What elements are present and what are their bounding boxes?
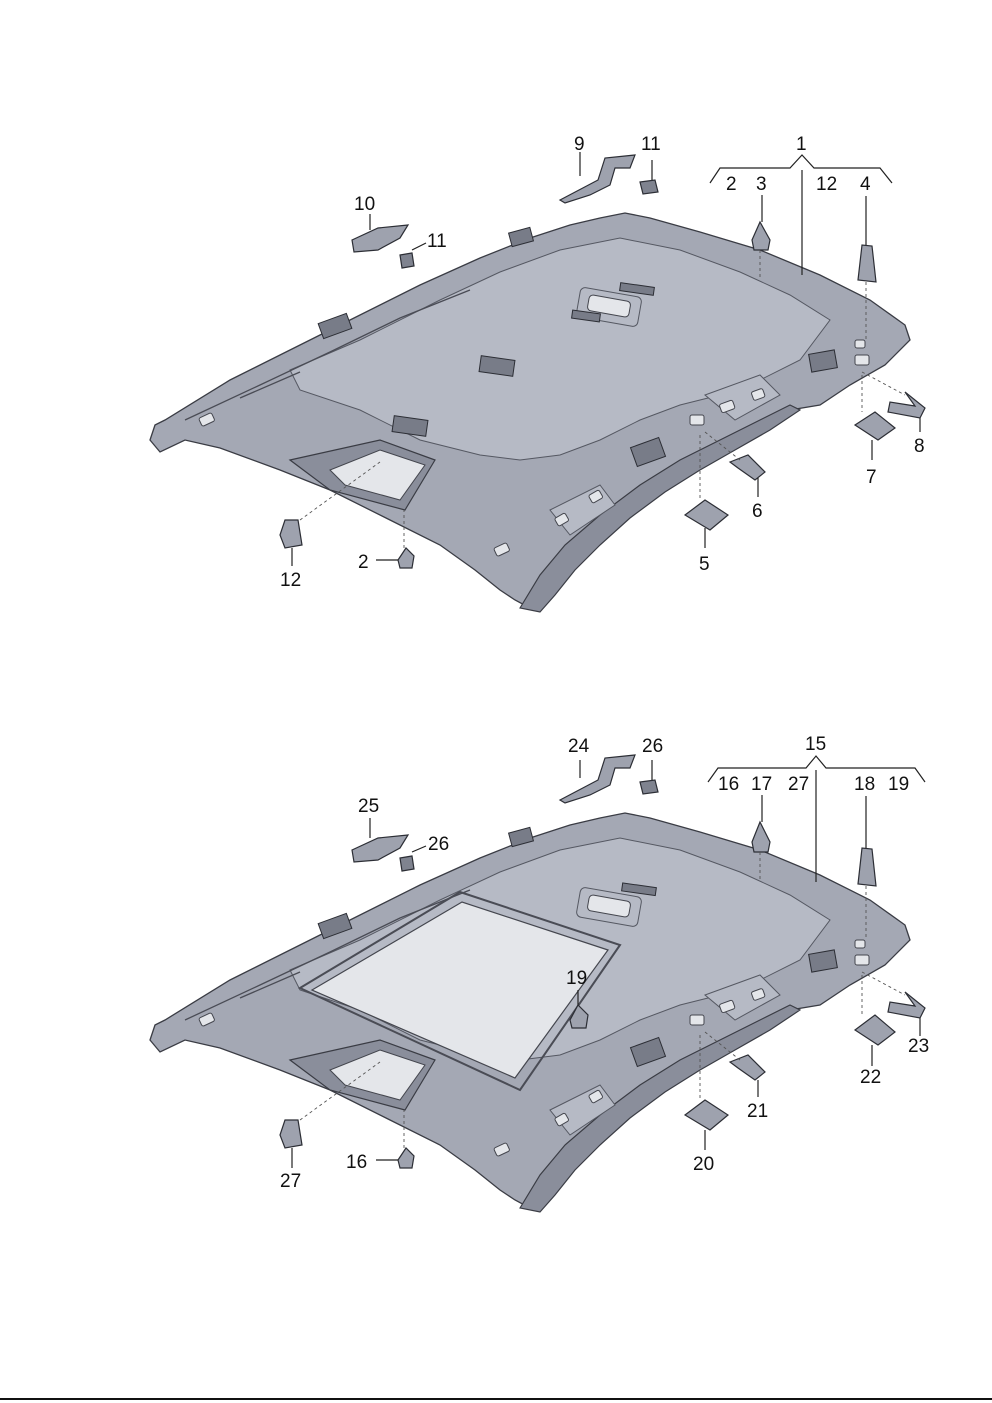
- label-24: 24: [568, 736, 590, 757]
- label-2: 2: [726, 174, 737, 195]
- label-20: 20: [693, 1154, 714, 1175]
- screw-26b: [399, 855, 415, 872]
- label-21: 21: [747, 1101, 768, 1122]
- bottom-labels: 15 16 17 27 18 19 24 26 25 26 19 23 22 2…: [280, 734, 929, 1192]
- label-27: 27: [788, 774, 809, 795]
- label-4: 4: [860, 174, 871, 195]
- label-11: 11: [641, 134, 661, 155]
- label-12: 12: [816, 174, 837, 195]
- clip-5: [683, 499, 730, 531]
- clip-27: [279, 1119, 303, 1149]
- label-18: 18: [854, 774, 875, 795]
- label-1: 1: [796, 134, 807, 155]
- label-23: 23: [908, 1036, 929, 1057]
- headliner-top: [149, 212, 911, 613]
- label-16: 16: [346, 1152, 367, 1173]
- screw-11b: [399, 252, 415, 269]
- label-19: 19: [566, 968, 587, 989]
- clip-4: [857, 244, 877, 283]
- label-9: 9: [574, 134, 585, 155]
- top-leaders: [291, 152, 921, 566]
- label-6: 6: [752, 501, 763, 522]
- top-labels: 1 2 3 12 4 9 11 10 11 8 7 6 5 2 12: [280, 134, 925, 591]
- clip-16: [397, 1147, 415, 1169]
- label-16: 16: [718, 774, 739, 795]
- label-25: 25: [358, 796, 379, 817]
- clip-21: [728, 1054, 766, 1081]
- label-10: 10: [354, 194, 375, 215]
- headliner-bottom: [149, 812, 911, 1213]
- label-11: 11: [427, 231, 447, 252]
- clip-17: [751, 820, 771, 853]
- label-8: 8: [914, 436, 925, 457]
- screw-26a: [639, 779, 659, 795]
- label-2: 2: [358, 552, 369, 573]
- bottom-leaders: [291, 755, 926, 1168]
- clip-7: [853, 411, 896, 441]
- clip-23: [887, 991, 926, 1019]
- bracket-24: [558, 754, 636, 804]
- label-3: 3: [756, 174, 767, 195]
- clip-2: [397, 547, 415, 569]
- screw-11a: [639, 179, 659, 195]
- bracket-9: [558, 154, 636, 204]
- clip-25: [351, 834, 410, 863]
- clip-10: [351, 224, 410, 253]
- clip-20: [683, 1099, 730, 1131]
- clip-19: [569, 1004, 589, 1029]
- label-5: 5: [699, 554, 710, 575]
- clip-22: [853, 1014, 896, 1046]
- bottom-parts: [279, 754, 926, 1169]
- label-27: 27: [280, 1171, 301, 1192]
- label-15: 15: [805, 734, 826, 755]
- label-26: 26: [642, 736, 663, 757]
- clip-18: [857, 847, 877, 887]
- clip-12: [279, 519, 303, 549]
- label-7: 7: [866, 467, 877, 488]
- label-22: 22: [860, 1067, 881, 1088]
- label-19: 19: [888, 774, 909, 795]
- clip-6: [728, 454, 766, 481]
- clip-3: [751, 220, 771, 251]
- label-26: 26: [428, 834, 449, 855]
- top-parts: [279, 154, 926, 569]
- clip-8: [887, 391, 926, 419]
- label-12: 12: [280, 570, 301, 591]
- label-17: 17: [751, 774, 772, 795]
